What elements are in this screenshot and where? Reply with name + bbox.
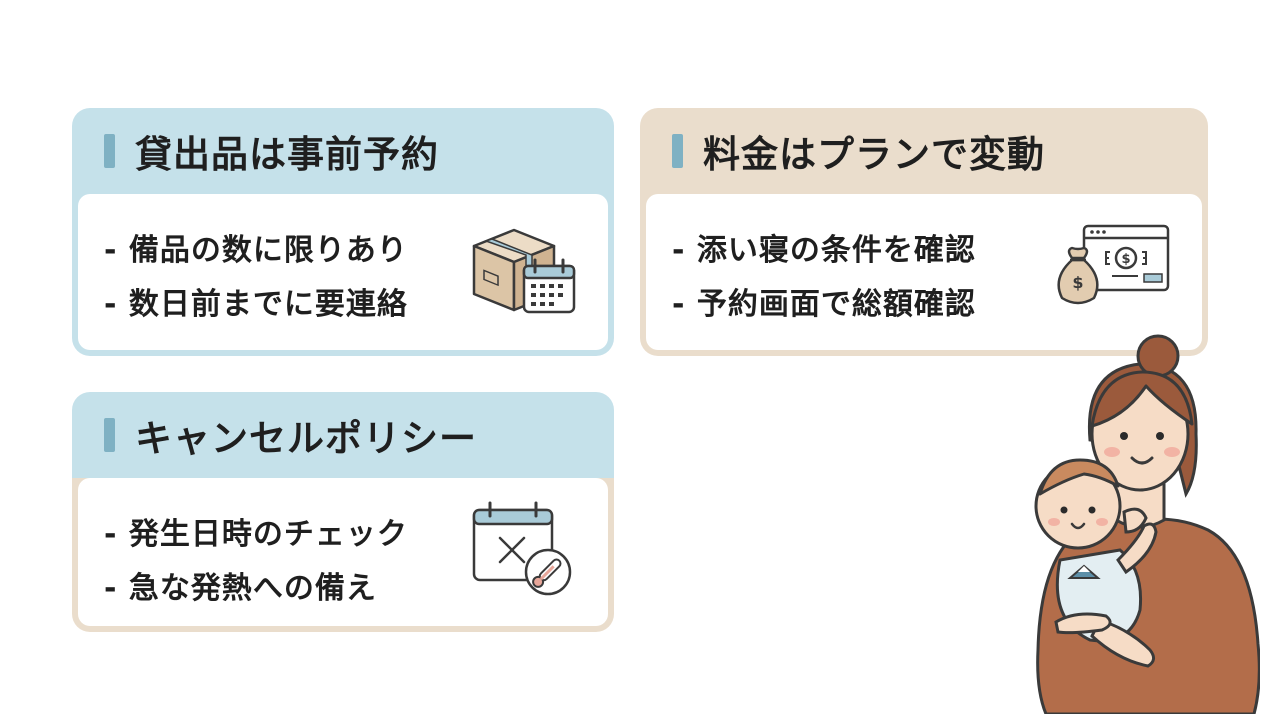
calendar-x-thermometer-icon [472,501,572,596]
accent-bar [672,134,683,168]
card-line: - 数日前までに要連絡 [104,287,408,322]
accent-bar [104,418,115,452]
card-body: - 発生日時のチェック - 急な発熱への備え [78,478,608,626]
card-rental-reservation: 貸出品は事前予約 - 備品の数に限りあり - 数日前までに要連絡 [72,108,614,356]
card-header: 料金はプランで変動 [646,108,1202,194]
card-body: - 備品の数に限りあり - 数日前までに要連絡 [78,194,608,350]
accent-bar [104,134,115,168]
money-bag-browser-icon: $ $ [1057,224,1170,305]
card-line: - 備品の数に限りあり [104,233,408,268]
svg-text:$: $ [1072,273,1083,292]
card-title: キャンセルポリシー [135,417,477,460]
card-line: - 急な発熱への備え [104,571,377,606]
card-header: 貸出品は事前予約 [78,108,608,194]
card-line: - 発生日時のチェック [104,517,408,552]
card-header: キャンセルポリシー [78,392,608,478]
box-calendar-icon [472,228,576,314]
card-title: 貸出品は事前予約 [135,133,439,176]
card-cancel-policy: キャンセルポリシー - 発生日時のチェック - 急な発熱への備え [72,392,614,632]
svg-text:$: $ [1121,252,1130,267]
card-body: - 添い寝の条件を確認 - 予約画面で総額確認 $ $ [646,194,1202,350]
card-pricing-plan: 料金はプランで変動 - 添い寝の条件を確認 - 予約画面で総額確認 $ $ [640,108,1208,356]
card-line: - 予約画面で総額確認 [672,287,976,322]
mother-holding-baby-illustration [1034,334,1260,714]
card-title: 料金はプランで変動 [703,133,1045,176]
card-line: - 添い寝の条件を確認 [672,233,976,268]
